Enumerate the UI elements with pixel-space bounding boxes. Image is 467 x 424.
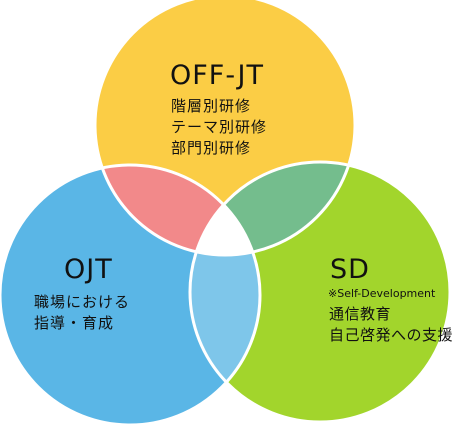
ojt-items: 職場における 指導・育成 [34,292,130,334]
ojt-item: 指導・育成 [34,314,115,332]
sd-item: 通信教育 [329,305,392,323]
sd-items: 通信教育 自己啓発への支援 [329,304,453,346]
sd-item: 自己啓発への支援 [329,326,454,344]
offjt-ojt-overlap [95,165,260,255]
ojt-item: 職場における [34,293,131,311]
circle-outlines [0,0,450,424]
offjt-sd-overlap [190,162,355,255]
offjt-item: テーマ別研修 [171,118,268,136]
sd-note: ※Self-Development [328,287,436,300]
offjt-items: 階層別研修 テーマ別研修 部門別研修 [171,96,267,159]
offjt-item: 階層別研修 [171,97,252,115]
offjt-title: OFF-JT [170,60,265,91]
offjt-item: 部門別研修 [171,139,252,157]
ojt-title: OJT [64,254,113,285]
sd-title: SD [330,254,370,285]
